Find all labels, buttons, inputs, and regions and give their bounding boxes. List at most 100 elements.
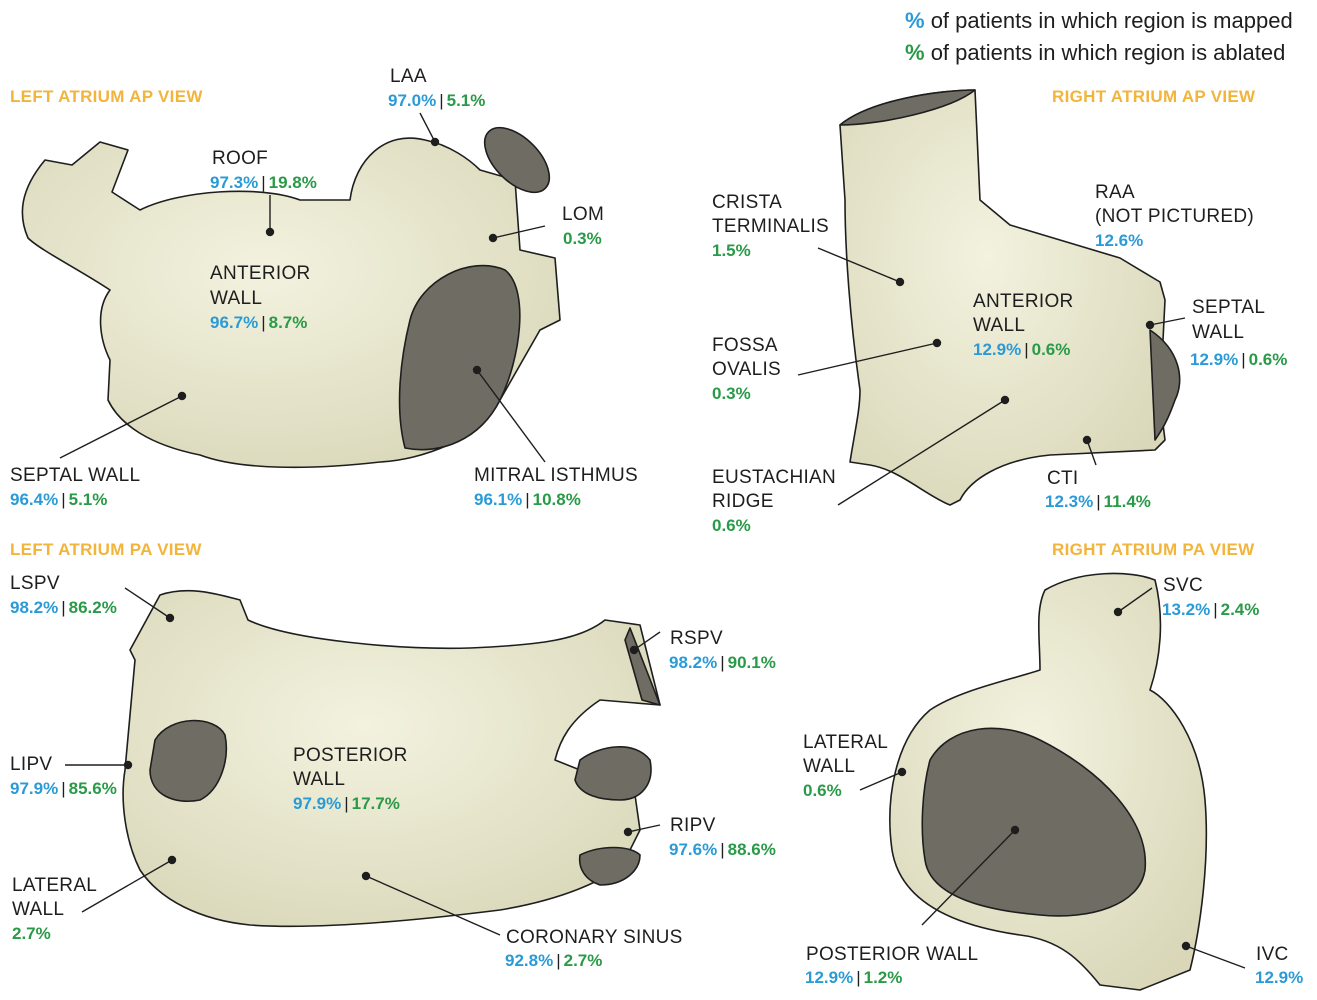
raa-label-2: (NOT PICTURED) [1095, 204, 1254, 229]
ra-anterior-wall-label-1: ANTERIOR [973, 289, 1074, 314]
lspv-label: LSPV [10, 571, 60, 596]
rspv-label: RSPV [670, 626, 723, 651]
raa-mapped: 12.6% [1095, 231, 1143, 250]
eustachian-ridge-values: 0.6% [712, 515, 751, 537]
coronary-sinus-values: 92.8%|2.7% [505, 950, 602, 972]
cti-ablated: 11.4% [1104, 492, 1151, 511]
rspv-values: 98.2%|90.1% [669, 652, 776, 674]
la-anterior-wall-label-1: ANTERIOR [210, 261, 311, 286]
lspv-mapped: 98.2% [10, 598, 58, 617]
crista-terminalis-values: 1.5% [712, 240, 751, 262]
cti-values: 12.3%|11.4% [1045, 491, 1151, 513]
roof-values: 97.3%|19.8% [210, 172, 317, 194]
ra-septal-wall-label-1: SEPTAL [1192, 295, 1265, 320]
la-lateral-wall-label-1: LATERAL [12, 873, 97, 898]
crista-terminalis-label-1: CRISTA [712, 190, 782, 215]
la-septal-wall-label: SEPTAL WALL [10, 463, 140, 488]
fossa-ovalis-label-2: OVALIS [712, 357, 781, 382]
ra-lateral-wall-label-1: LATERAL [803, 730, 888, 755]
roof-label: ROOF [212, 146, 268, 171]
svc-ablated: 2.4% [1221, 600, 1260, 619]
svc-values: 13.2%|2.4% [1162, 599, 1259, 621]
la-lateral-wall-label-2: WALL [12, 897, 64, 922]
ra-anterior-wall-values: 12.9%|0.6% [973, 339, 1070, 361]
fossa-ovalis-ablated: 0.3% [712, 384, 751, 403]
ra-pa-view-title: RIGHT ATRIUM PA VIEW [1052, 540, 1254, 560]
laa-ablated: 5.1% [447, 91, 486, 110]
ra-anterior-wall-mapped: 12.9% [973, 340, 1021, 359]
svc-mapped: 13.2% [1162, 600, 1210, 619]
ripv-mapped: 97.6% [669, 840, 717, 859]
raa-label-1: RAA [1095, 180, 1135, 205]
rspv-ablated: 90.1% [728, 653, 776, 672]
la-posterior-wall-label-2: WALL [293, 767, 345, 792]
roof-ablated: 19.8% [269, 173, 317, 192]
eustachian-ridge-label-1: EUSTACHIAN [712, 465, 836, 490]
legend-ablated: % of patients in which region is ablated [905, 40, 1285, 66]
ra-septal-wall-mapped: 12.9% [1190, 350, 1238, 369]
fossa-ovalis-label-1: FOSSA [712, 333, 778, 358]
svc-label: SVC [1163, 573, 1203, 598]
crista-terminalis-label-2: TERMINALIS [712, 214, 829, 239]
rspv-mapped: 98.2% [669, 653, 717, 672]
la-ap-view-title: LEFT ATRIUM AP VIEW [10, 87, 203, 107]
la-anterior-wall-values: 96.7%|8.7% [210, 312, 307, 334]
la-posterior-wall-mapped: 97.9% [293, 794, 341, 813]
coronary-sinus-mapped: 92.8% [505, 951, 553, 970]
la-posterior-wall-ablated: 17.7% [352, 794, 400, 813]
la-lateral-wall-values: 2.7% [12, 923, 51, 945]
laa-label: LAA [390, 64, 427, 89]
cti-mapped: 12.3% [1045, 492, 1093, 511]
ra-posterior-wall-ablated: 1.2% [864, 968, 903, 987]
ra-posterior-wall-values: 12.9%|1.2% [805, 967, 902, 989]
lipv-label: LIPV [10, 752, 52, 777]
mitral-isthmus-values: 96.1%|10.8% [474, 489, 581, 511]
raa-values: 12.6% [1095, 230, 1143, 252]
lspv-ablated: 86.2% [69, 598, 117, 617]
la-septal-wall-mapped: 96.4% [10, 490, 58, 509]
roof-mapped: 97.3% [210, 173, 258, 192]
la-anterior-wall-mapped: 96.7% [210, 313, 258, 332]
ivc-values: 12.9% [1255, 967, 1303, 989]
legend-mapped: % of patients in which region is mapped [905, 8, 1293, 34]
ra-ap-view-title: RIGHT ATRIUM AP VIEW [1052, 87, 1255, 107]
lom-ablated: 0.3% [563, 229, 602, 248]
la-septal-wall-values: 96.4%|5.1% [10, 489, 107, 511]
coronary-sinus-label: CORONARY SINUS [506, 925, 683, 950]
ablated-symbol: % [905, 40, 925, 65]
ra-anterior-wall-label-2: WALL [973, 313, 1025, 338]
mitral-isthmus-mapped: 96.1% [474, 490, 522, 509]
coronary-sinus-ablated: 2.7% [564, 951, 603, 970]
la-anterior-wall-ablated: 8.7% [269, 313, 308, 332]
ra-septal-wall-label-2: WALL [1192, 320, 1244, 345]
ablated-legend-text: of patients in which region is ablated [931, 40, 1286, 65]
ra-anterior-wall-ablated: 0.6% [1032, 340, 1071, 359]
ivc-mapped: 12.9% [1255, 968, 1303, 987]
ra-lateral-wall-values: 0.6% [803, 780, 842, 802]
la-lateral-wall-ablated: 2.7% [12, 924, 51, 943]
ivc-label: IVC [1256, 942, 1289, 967]
laa-values: 97.0%|5.1% [388, 90, 485, 112]
mitral-isthmus-ablated: 10.8% [533, 490, 581, 509]
ra-lateral-wall-label-2: WALL [803, 754, 855, 779]
fossa-ovalis-values: 0.3% [712, 383, 751, 405]
eustachian-ridge-ablated: 0.6% [712, 516, 751, 535]
ripv-values: 97.6%|88.6% [669, 839, 776, 861]
cti-label: CTI [1047, 466, 1079, 491]
ripv-label: RIPV [670, 813, 716, 838]
crista-terminalis-ablated: 1.5% [712, 241, 751, 260]
ra-lateral-wall-ablated: 0.6% [803, 781, 842, 800]
lom-label: LOM [562, 202, 604, 227]
lom-values: 0.3% [563, 228, 602, 250]
laa-mapped: 97.0% [388, 91, 436, 110]
la-septal-wall-ablated: 5.1% [69, 490, 108, 509]
la-posterior-wall-values: 97.9%|17.7% [293, 793, 400, 815]
mapped-symbol: % [905, 8, 925, 33]
lspv-values: 98.2%|86.2% [10, 597, 117, 619]
ra-posterior-wall-label: POSTERIOR WALL [806, 942, 978, 967]
mitral-isthmus-label: MITRAL ISTHMUS [474, 463, 638, 488]
la-pa-view-title: LEFT ATRIUM PA VIEW [10, 540, 202, 560]
la-anterior-wall-label-2: WALL [210, 286, 262, 311]
ra-pa-shape [890, 573, 1206, 990]
